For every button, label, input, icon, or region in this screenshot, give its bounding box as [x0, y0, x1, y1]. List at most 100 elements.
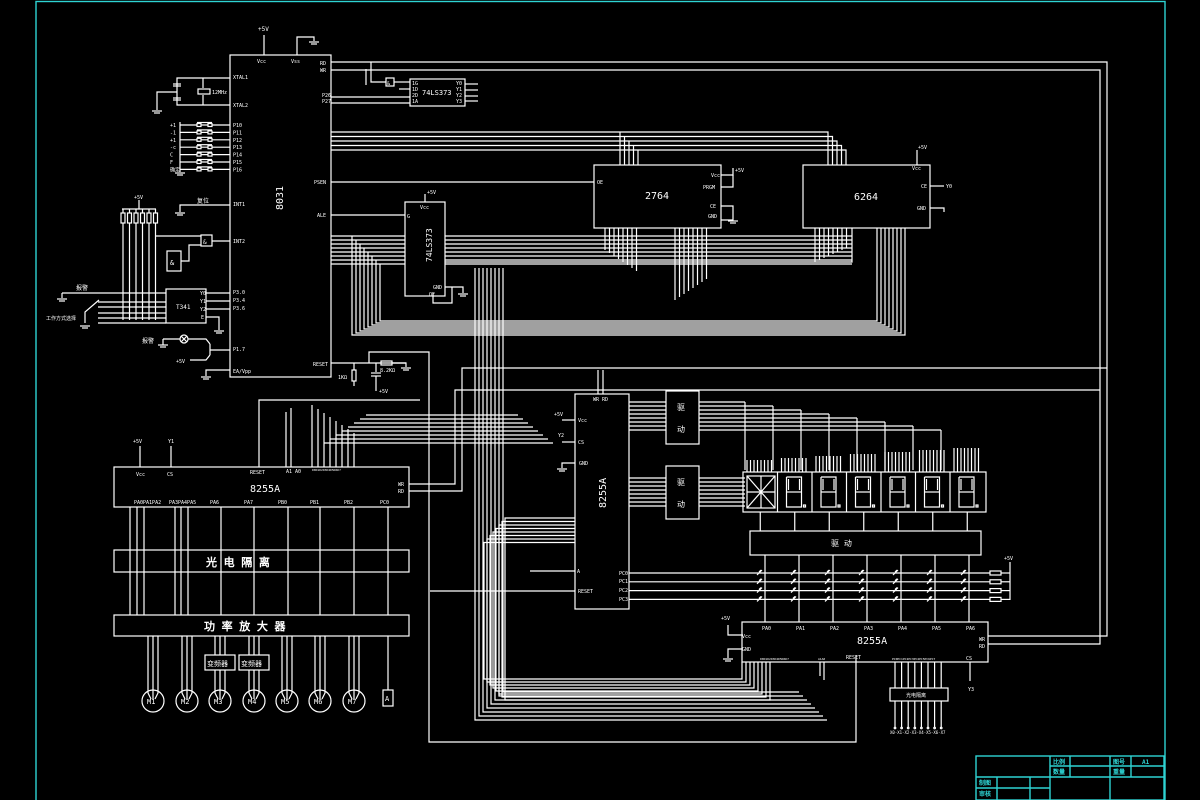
key-label: C [170, 153, 173, 159]
led-arrow [962, 595, 966, 599]
pin-label: CE [921, 184, 927, 190]
alarm-label: A [385, 695, 390, 703]
led-body [892, 569, 899, 576]
led-body [858, 569, 865, 576]
pin-label: A1 A0 [286, 469, 301, 475]
resistor-label: 1KΩ [338, 375, 347, 381]
motor-label: M4 [248, 698, 256, 706]
led [892, 578, 899, 585]
pin-label: Vcc [912, 166, 921, 172]
pin-label: PC3 [619, 597, 628, 603]
motor-wire [281, 636, 286, 700]
led [756, 569, 763, 576]
ppi-left-wr [409, 389, 1100, 485]
led-body [926, 595, 933, 602]
led [858, 569, 865, 576]
optocoupler-bar: 光 电 隔 离 [113, 549, 410, 573]
led [790, 578, 797, 585]
pin-label: PC0PC1PC2PC3PC4PC5PC6PC7 [892, 657, 936, 661]
led-arrow [792, 569, 796, 573]
address-bus [331, 135, 834, 165]
supply-label: +5V [918, 145, 927, 151]
led-arrow [758, 569, 762, 573]
supply-label: +5V [721, 616, 730, 622]
supply-label: +5V [176, 359, 185, 365]
cs-label: Y1 [168, 439, 174, 445]
cs-label: Y3 [968, 687, 974, 693]
pin-label: INT1 [233, 202, 245, 208]
led [824, 587, 831, 594]
led [756, 587, 763, 594]
supply-label: +5V [134, 195, 143, 201]
key-contact [207, 122, 213, 128]
pin-label: CS [966, 656, 972, 662]
terminal [893, 726, 897, 730]
motor-label: M3 [214, 698, 222, 706]
led-arrow [826, 587, 830, 591]
led-arrow [860, 595, 864, 599]
led-body [790, 578, 797, 585]
led-body [926, 587, 933, 594]
pullup-resistor [146, 212, 152, 224]
pullup-resistor [989, 570, 1002, 576]
led-arrow [860, 578, 864, 582]
pin-label: P12 [233, 138, 242, 144]
chip-name: 8255A [250, 484, 280, 495]
int1-label: 复位 [197, 197, 209, 205]
pin-label: PA7 [244, 500, 253, 506]
ppi-left-rd [409, 367, 1107, 492]
alarm-label: 报警 [142, 337, 154, 345]
pin-label: WR [320, 68, 327, 74]
motor-label: M2 [181, 698, 189, 706]
pin-label: PRGM [703, 185, 715, 191]
led-body [858, 595, 865, 602]
ppi-mid-data [504, 517, 771, 701]
pin-label: P3.6 [233, 306, 245, 312]
pin-label: Y0 [200, 291, 206, 297]
pin-label: Vcc [742, 634, 751, 640]
crystal-label: 12MHz [212, 90, 227, 96]
key-label: F [170, 160, 173, 166]
terminal [900, 726, 903, 730]
gate-label: & [203, 239, 207, 246]
motor-label: M1 [147, 698, 155, 706]
pin-label: Vcc [711, 173, 720, 179]
motor-circle [308, 689, 332, 713]
eprom-2764: 2764 OE Vcc PRGM CE GND +5V [593, 164, 744, 229]
led-arrow [928, 587, 932, 591]
power-amplifier-bar: 功 率 放 大 器 [113, 614, 410, 637]
gate-label: & [170, 259, 175, 267]
led-arrow [826, 578, 830, 582]
led [824, 578, 831, 585]
chip-name: 74LS373 [425, 228, 434, 262]
pin-label: GND [708, 214, 717, 220]
supply-label: +5V [554, 412, 563, 418]
supply-label: +5V [427, 190, 436, 196]
data-bus [371, 228, 886, 326]
led-body [824, 587, 831, 594]
pin-label: Vcc [136, 472, 145, 478]
pin-label: Vcc [420, 205, 429, 211]
decimal-point [906, 504, 910, 508]
motor-wire [355, 636, 360, 700]
terminal [920, 726, 923, 730]
address-bus [331, 140, 838, 165]
pin-label: PA4 [898, 626, 907, 632]
led-arrow [860, 569, 864, 573]
switch-label: 报警 [76, 284, 88, 292]
chip-name: 6264 [854, 192, 878, 203]
terminal [913, 726, 917, 730]
display-driver-bar: 驱 动 [749, 530, 982, 556]
led-body [926, 578, 933, 585]
cs-label: Y0 [946, 184, 952, 190]
pin-label: Y1 [200, 299, 206, 305]
led-body [790, 569, 797, 576]
mode-label: 工作方式选择 [46, 315, 76, 322]
led-body [756, 578, 763, 585]
pin-label: PC1 [619, 579, 628, 585]
led [824, 569, 831, 576]
digit-segment [820, 476, 837, 508]
pin-label: P1.7 [233, 347, 245, 353]
terminal [906, 726, 910, 730]
